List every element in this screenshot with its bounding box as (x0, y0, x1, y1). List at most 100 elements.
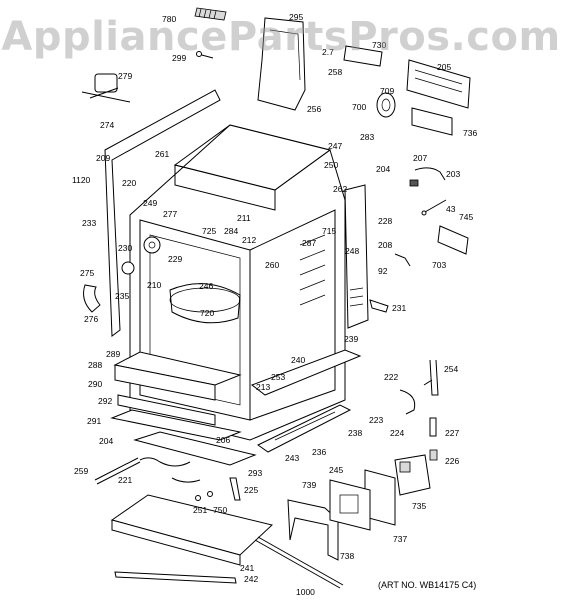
part-label-276: 276 (84, 314, 98, 324)
part-248-rear-panel (344, 184, 369, 329)
part-label-256: 256 (307, 104, 321, 114)
part-label-245: 245 (329, 465, 343, 475)
part-label-233: 233 (82, 218, 96, 228)
part-label-228: 228 (378, 216, 392, 226)
part-label-289: 289 (106, 349, 120, 359)
part-730-cap (343, 45, 383, 67)
part-label-715: 715 (322, 226, 336, 236)
part-label-730: 730 (372, 40, 386, 50)
part-label-735: 735 (412, 501, 426, 511)
part-label-205: 205 (437, 62, 451, 72)
part-735-regulator (394, 454, 431, 496)
part-label-290: 290 (88, 379, 102, 389)
part-label-220: 220 (122, 178, 136, 188)
part-241-drawer (110, 494, 274, 566)
part-label-1000: 1000 (296, 587, 315, 597)
part-label-247: 247 (328, 141, 342, 151)
part-299-screw (196, 51, 214, 59)
part-label-230: 230 (118, 243, 132, 253)
part-292-panel (117, 394, 216, 426)
part-label-745: 745 (459, 212, 473, 222)
part-label-222: 222 (384, 372, 398, 382)
part-label-208: 208 (378, 240, 392, 250)
part-label-240: 240 (291, 355, 305, 365)
part-label-720: 720 (200, 308, 214, 318)
part-label-284: 284 (224, 226, 238, 236)
part-label-236: 236 (312, 447, 326, 457)
part-225-bracket (229, 477, 241, 501)
part-label-243: 243 (285, 453, 299, 463)
part-label-249: 249 (143, 198, 157, 208)
part-label-279: 279 (118, 71, 132, 81)
part-243-trim (257, 404, 352, 453)
part-738-plate (329, 479, 371, 531)
part-label-203: 203 (446, 169, 460, 179)
part-label-239: 239 (344, 334, 358, 344)
part-259-rod (94, 457, 141, 485)
part-720-broil-pan (169, 283, 241, 324)
part-label-229: 229 (168, 254, 182, 264)
part-label-288: 288 (88, 360, 102, 370)
part-label-227: 227 (445, 428, 459, 438)
main-cabinet (129, 124, 346, 441)
part-label-258: 258 (328, 67, 342, 77)
part-label-295: 295 (289, 12, 303, 22)
part-label-235: 235 (115, 291, 129, 301)
part-label-709: 709 (380, 86, 394, 96)
part-293-tray (133, 431, 257, 466)
part-222-hook (399, 389, 416, 415)
part-label-206: 206 (216, 435, 230, 445)
part-43-probe (421, 199, 447, 216)
part-254-bracket (423, 359, 439, 396)
part-291-rail (110, 409, 242, 441)
part-label-736: 736 (463, 128, 477, 138)
part-label-210: 210 (147, 280, 161, 290)
part-276-handle (83, 284, 101, 313)
part-label-221: 221 (118, 475, 132, 485)
part-label-242: 242 (244, 574, 258, 584)
part-label-274: 274 (100, 120, 114, 130)
part-label-231: 231 (392, 303, 406, 313)
part-230-burner (121, 236, 161, 275)
art-number: (ART NO. WB14175 C4) (378, 580, 477, 590)
part-209-side-panel (104, 89, 221, 337)
part-label-209: 209 (96, 153, 110, 163)
part-label-238: 238 (348, 428, 362, 438)
part-289-drawer-frame (113, 351, 242, 401)
part-205-vent (406, 59, 471, 109)
part-label-246: 246 (199, 281, 213, 291)
part-221-burner (139, 457, 201, 483)
part-label-212: 212 (242, 235, 256, 245)
part-label-703: 703 (432, 260, 446, 270)
part-label-43: 43 (446, 204, 456, 214)
part-label-725: 725 (202, 226, 216, 236)
part-label-211: 211 (237, 213, 251, 223)
part-label-293: 293 (248, 468, 262, 478)
part-label-260: 260 (265, 260, 279, 270)
part-label-223: 223 (369, 415, 383, 425)
part-label-251: 251 (193, 505, 207, 515)
part-label-92: 92 (378, 266, 388, 276)
part-203-wire (409, 167, 446, 187)
part-label-738: 738 (340, 551, 354, 561)
part-label-207: 207 (413, 153, 427, 163)
part-780-bracket (194, 7, 227, 21)
part-label-213: 213 (256, 382, 270, 392)
part-label-261: 261 (155, 149, 169, 159)
part-label-254: 254 (444, 364, 458, 374)
part-label-299: 299 (172, 53, 186, 63)
part-label-283: 283 (360, 132, 374, 142)
part-739-bracket (287, 499, 339, 561)
part-label-287: 287 (302, 238, 316, 248)
part-295-duct (257, 17, 306, 111)
part-label-780: 780 (162, 14, 176, 24)
part-745-bracket (437, 225, 469, 255)
part-label-737: 737 (393, 534, 407, 544)
part-label-277: 277 (163, 209, 177, 219)
part-label-1120: 1120 (72, 175, 91, 185)
part-703-clip (394, 253, 411, 267)
part-label-739: 739 (302, 480, 316, 490)
part-240-panel (250, 349, 362, 396)
